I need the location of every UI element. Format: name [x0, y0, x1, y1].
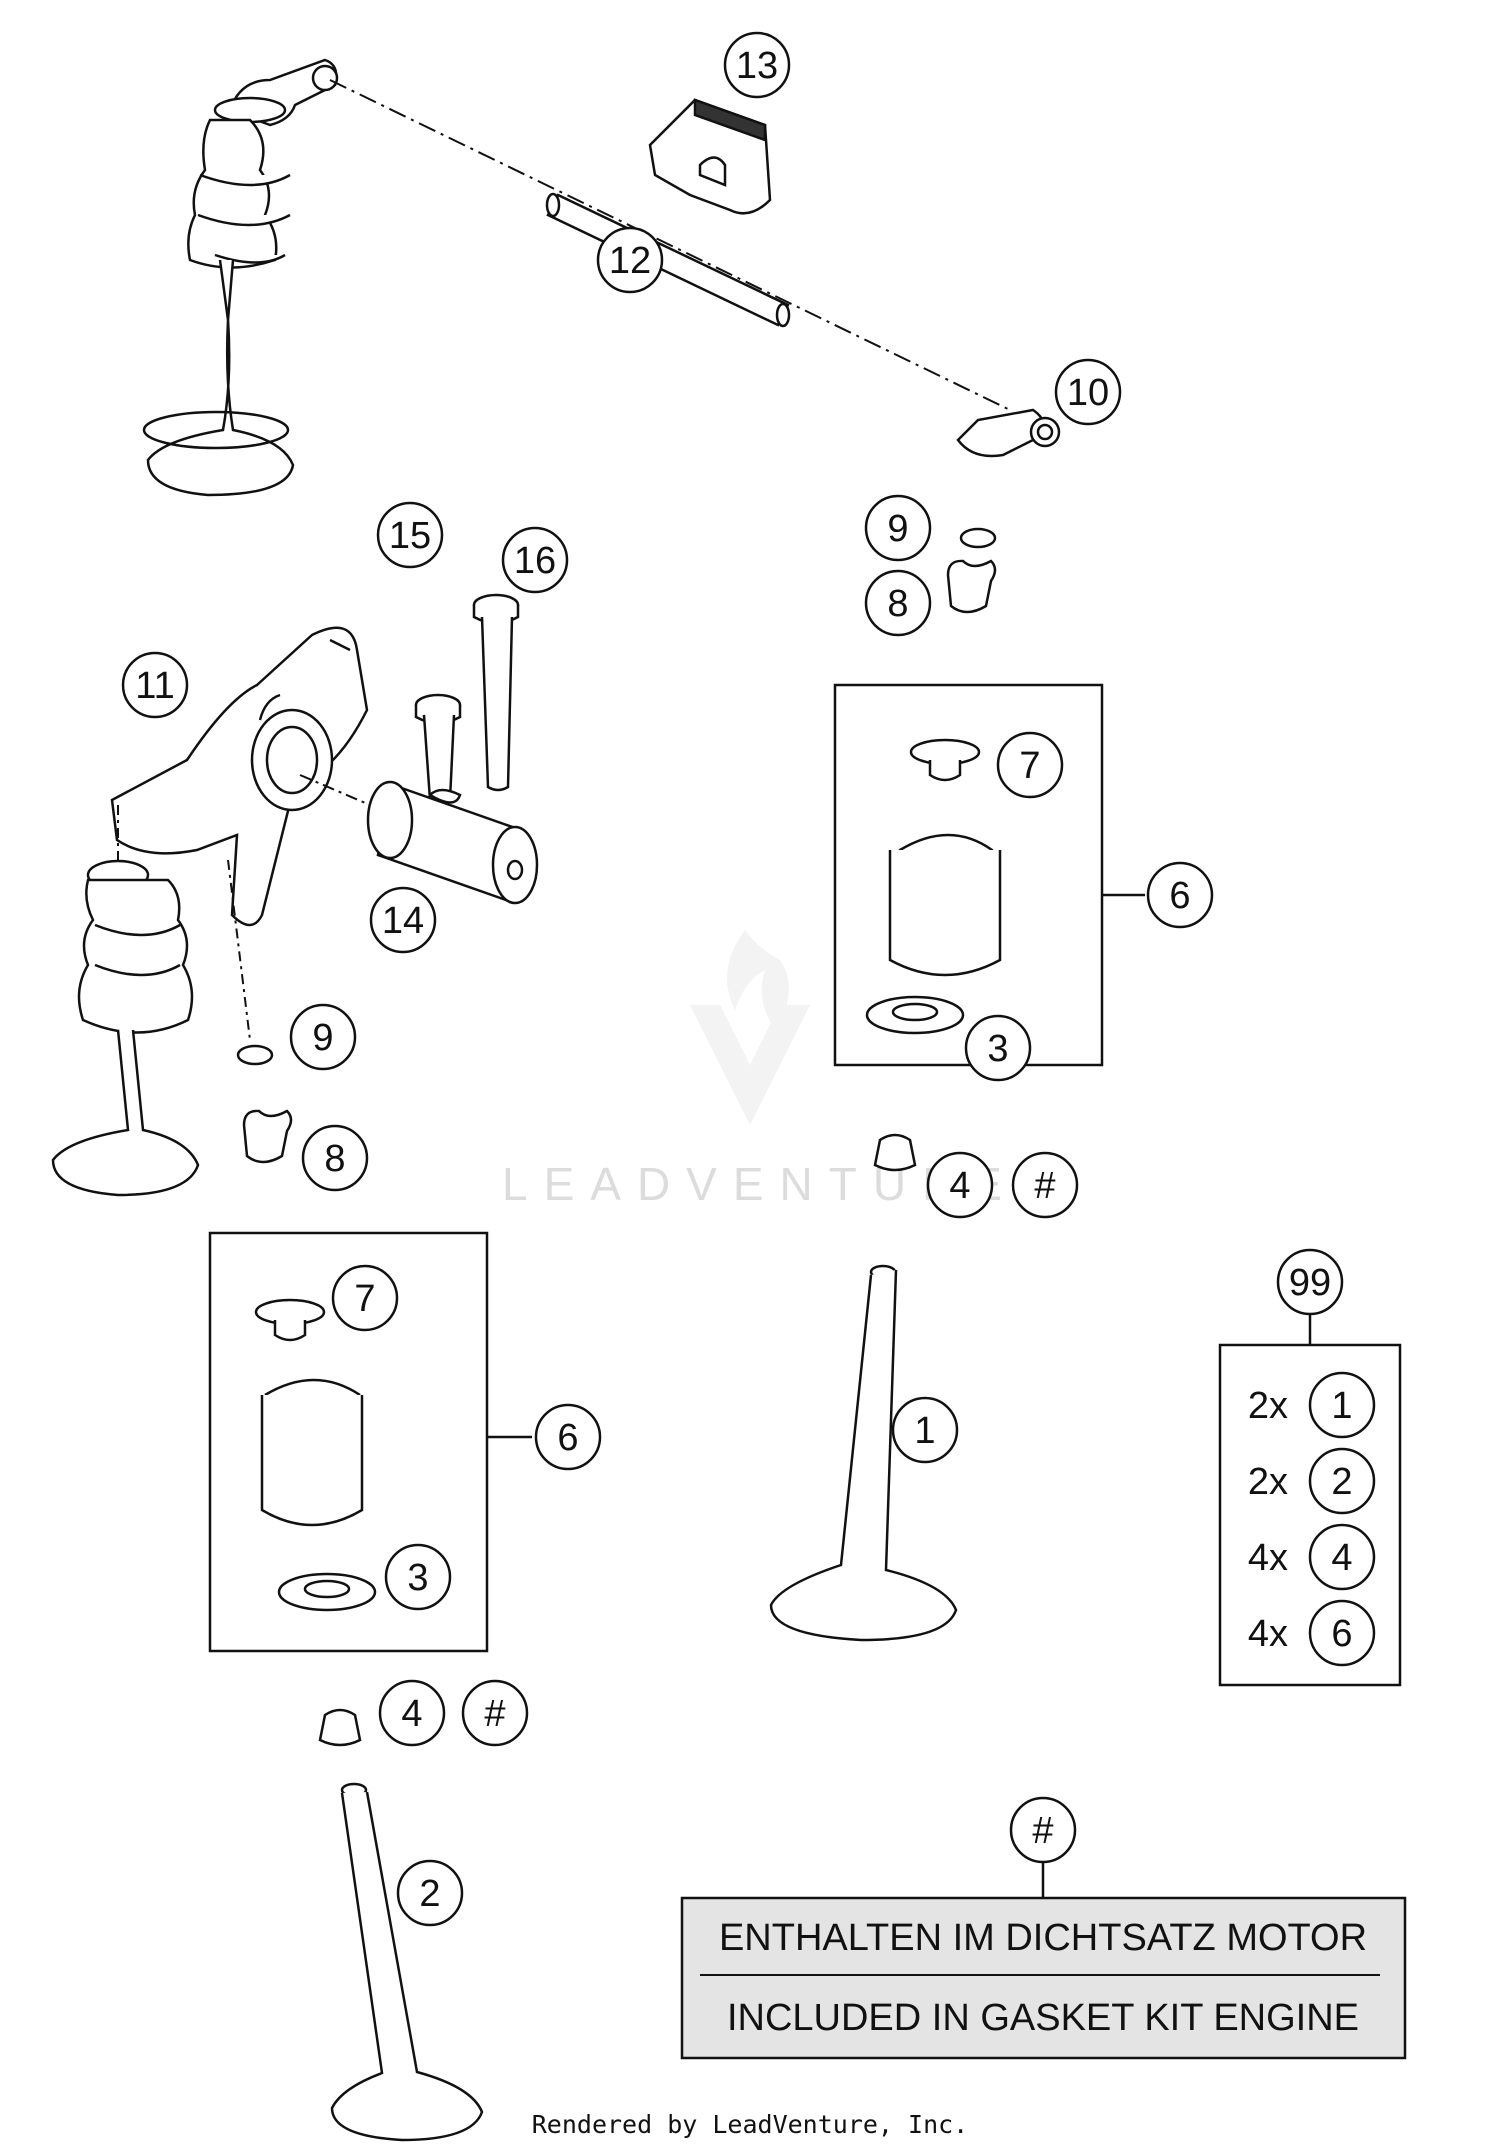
valve-shim-9-upper [959, 527, 997, 549]
callout-label-c10: 10 [1067, 372, 1109, 414]
callout-circle-c8b [301, 1124, 369, 1192]
rocker-arm-11 [110, 626, 369, 927]
rocker-arm-10 [956, 408, 1061, 458]
kit-qty-0: 2x [1248, 1385, 1288, 1427]
callout-label-c2: 2 [419, 1873, 440, 1915]
callout-circle-h4b [461, 1679, 529, 1747]
kit-part-3: 6 [1331, 1613, 1352, 1655]
note-line-de: ENTHALTEN IM DICHTSATZ MOTOR [719, 1917, 1367, 1959]
spring-seat-3-lower [277, 1572, 377, 1612]
callout-label-c16: 16 [514, 540, 556, 582]
callout-label-c7b: 7 [354, 1278, 375, 1320]
watermark-logo [690, 930, 810, 1125]
valve-keeper-8-lower [242, 1109, 293, 1164]
callout-circle-c16 [501, 526, 569, 594]
kit-part-circle-3 [1308, 1599, 1376, 1667]
valve-seal-4-upper [873, 1133, 917, 1172]
callout-circle-c7b [331, 1264, 399, 1332]
callout-label-c8a: 8 [887, 583, 908, 625]
spring-retainer-7-lower [254, 1298, 326, 1342]
kit-part-circle-1 [1308, 1447, 1376, 1515]
callout-label-c3a: 3 [987, 1028, 1008, 1070]
rocker-pin-14 [366, 780, 539, 905]
callout-circle-c2 [396, 1859, 464, 1927]
kit-part-circle-0 [1308, 1371, 1376, 1439]
note-box [680, 1896, 1407, 2060]
kit-part-1: 2 [1331, 1461, 1352, 1503]
callout-circle-c10 [1054, 358, 1122, 426]
valve-keeper-8-upper [946, 559, 997, 614]
bolt-15 [414, 693, 462, 804]
spring-kit-box-6-upper [833, 683, 1104, 1067]
callout-circle-c15 [376, 501, 444, 569]
upper-axis-line [329, 79, 1011, 411]
spring-seat-3-upper [865, 995, 965, 1035]
callout-label-c6a: 6 [1169, 875, 1190, 917]
bolt-16 [472, 593, 520, 792]
watermark-text: LEADVENTURE [502, 1158, 1018, 1210]
callout-label-c4a: 4 [949, 1165, 970, 1207]
valve-spring-upper [888, 833, 1002, 977]
callout-circle-c9a [864, 494, 932, 562]
callout-circle-c4a [926, 1151, 994, 1219]
kit-qty-2: 4x [1248, 1537, 1288, 1579]
kit-qty-3: 4x [1248, 1613, 1288, 1655]
upper-valve-assembly [142, 58, 339, 497]
callout-label-c14: 14 [382, 900, 424, 942]
valve-2 [330, 1782, 484, 2142]
callout-circle-h4a [1011, 1151, 1079, 1219]
valve-1 [769, 1264, 958, 1642]
callout-circle-c14 [369, 886, 437, 954]
callout-label-c9b: 9 [312, 1017, 333, 1059]
callout-label-c6b: 6 [557, 1417, 578, 1459]
callout-circle-c3b [384, 1543, 452, 1611]
callout-circle-hnote [1009, 1796, 1077, 1864]
kit-qty-1: 2x [1248, 1461, 1288, 1503]
callout-circle-c7a [996, 731, 1064, 799]
callout-label-c9a: 9 [887, 508, 908, 550]
left-axis-line-2 [227, 859, 251, 1041]
callout-label-c99: 99 [1289, 1262, 1331, 1304]
callout-label-c11: 11 [135, 665, 174, 707]
spring-retainer-7-upper [909, 738, 981, 782]
note-line-en: INCLUDED IN GASKET KIT ENGINE [727, 1997, 1359, 2039]
callout-circle-c6b [534, 1403, 602, 1471]
callout-label-c13: 13 [736, 45, 778, 87]
footer-credit: Rendered by LeadVenture, Inc. [531, 2110, 969, 2139]
callout-label-c3b: 3 [407, 1557, 428, 1599]
callout-label-c1: 1 [914, 1410, 935, 1452]
kit-part-2: 4 [1331, 1537, 1352, 1579]
callout-label-c8b: 8 [324, 1138, 345, 1180]
callout-label-hnote: # [1032, 1810, 1053, 1852]
callout-circle-c1 [891, 1396, 959, 1464]
callout-circle-c9b [289, 1003, 357, 1071]
callout-circle-c99 [1276, 1248, 1344, 1316]
valve-spring-lower [260, 1378, 364, 1527]
callout-label-c12: 12 [609, 240, 651, 282]
callout-circle-c12 [596, 226, 664, 294]
callout-circle-c8a [864, 569, 932, 637]
callout-label-c7a: 7 [1019, 745, 1040, 787]
callout-label-c4b: 4 [401, 1693, 422, 1735]
callout-circle-c6a [1146, 861, 1214, 929]
callout-label-c15: 15 [389, 515, 431, 557]
rocker-shaft-12 [545, 192, 791, 328]
callout-label-h4b: # [484, 1693, 505, 1735]
callout-circle-c11 [121, 651, 189, 719]
callout-label-h4a: # [1034, 1165, 1055, 1207]
spring-kit-box-6-lower [208, 1231, 489, 1653]
left-valve-assembly [51, 859, 200, 1197]
kit-part-0: 1 [1331, 1385, 1352, 1427]
callout-circle-c13 [723, 31, 791, 99]
callout-circle-c4b [378, 1679, 446, 1747]
callout-circle-c3a [964, 1014, 1032, 1082]
kit-part-circle-2 [1308, 1523, 1376, 1591]
valve-seal-4-lower [318, 1708, 362, 1747]
valve-shim-9-lower [236, 1044, 274, 1066]
rocker-clip-13 [648, 98, 772, 215]
